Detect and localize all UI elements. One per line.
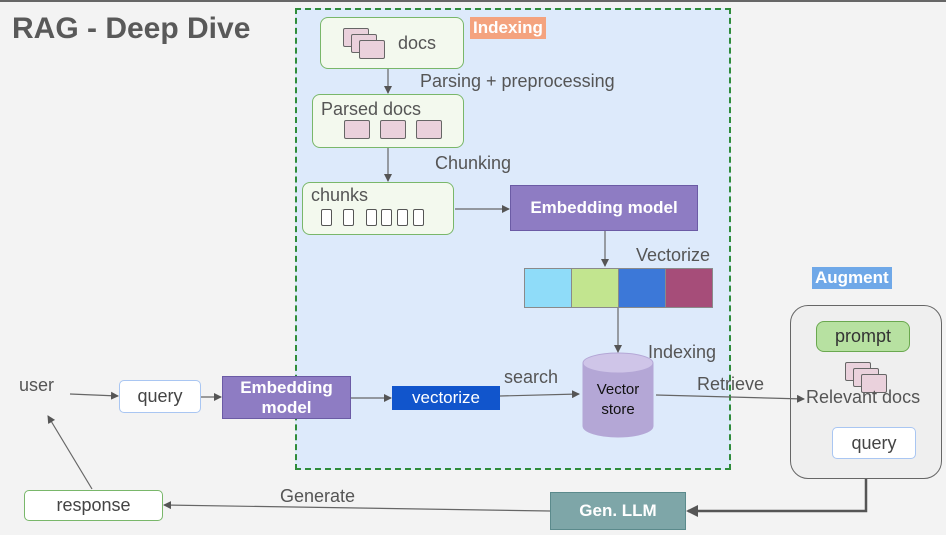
vector-store-label: Vector store bbox=[596, 381, 640, 418]
chunk-icon bbox=[413, 209, 424, 226]
chunking-label: Chunking bbox=[435, 153, 512, 173]
parsed-docs-box: Parsed docs bbox=[312, 94, 464, 148]
chunks-label: chunks bbox=[311, 185, 369, 205]
indexing-region bbox=[295, 8, 731, 470]
vectorize-box: vectorize bbox=[392, 386, 500, 410]
chunks-box: chunks bbox=[302, 182, 454, 235]
vector-cell bbox=[665, 268, 713, 308]
vectorize-label: Vectorize bbox=[636, 245, 711, 265]
doc-icon bbox=[344, 120, 370, 139]
retrieve-label: Retrieve bbox=[697, 374, 765, 394]
docs-label: docs bbox=[398, 33, 437, 53]
chunk-icon bbox=[381, 209, 392, 226]
doc-icon bbox=[861, 374, 887, 393]
docs-box: docs bbox=[320, 17, 464, 69]
top-rule bbox=[0, 0, 946, 2]
vector-store-cylinder bbox=[582, 352, 654, 438]
vector-cell bbox=[524, 268, 572, 308]
search-label: search bbox=[504, 367, 559, 387]
indexing-label: Indexing bbox=[648, 342, 717, 362]
augment-query-box: query bbox=[832, 427, 916, 459]
gen-llm-box: Gen. LLM bbox=[550, 492, 686, 530]
augment-tag: Augment bbox=[812, 267, 892, 289]
chunk-icon bbox=[343, 209, 354, 226]
vector-cell bbox=[618, 268, 666, 308]
parsed-docs-label: Parsed docs bbox=[321, 99, 422, 119]
embedding-model-indexing: Embedding model bbox=[510, 185, 698, 231]
vector-cell bbox=[571, 268, 619, 308]
parsing-label: Parsing + preprocessing bbox=[420, 71, 615, 91]
doc-icon bbox=[380, 120, 406, 139]
user-label: user bbox=[19, 375, 55, 395]
relevant-docs-label: Relevant docs bbox=[806, 387, 921, 407]
doc-icon bbox=[359, 40, 385, 59]
query-box: query bbox=[119, 380, 201, 413]
prompt-box: prompt bbox=[816, 321, 910, 352]
generate-label: Generate bbox=[280, 486, 356, 506]
chunk-icon bbox=[366, 209, 377, 226]
doc-icon bbox=[416, 120, 442, 139]
response-box: response bbox=[24, 490, 163, 521]
page-title: RAG - Deep Dive bbox=[12, 12, 251, 45]
chunk-icon bbox=[321, 209, 332, 226]
chunk-icon bbox=[397, 209, 408, 226]
indexing-tag: Indexing bbox=[470, 17, 546, 39]
embedding-model-query: Embedding model bbox=[222, 376, 351, 419]
